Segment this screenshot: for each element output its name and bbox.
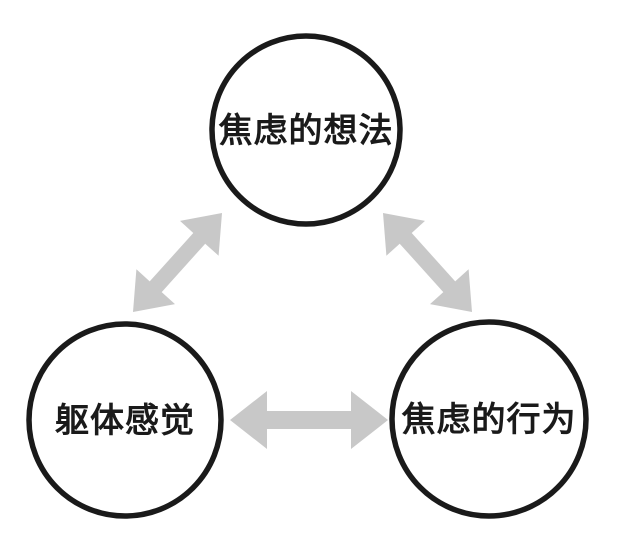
arrow-thoughts-behaviors (383, 213, 472, 312)
label-anxious-thoughts: 焦虑的想法 (219, 112, 394, 150)
node-anxious-behaviors: 焦虑的行为 (389, 319, 589, 519)
label-bodily-sensations: 躯体感觉 (55, 402, 195, 440)
node-bodily-sensations: 躯体感觉 (26, 321, 224, 519)
circle-anxious-thoughts (209, 33, 403, 227)
label-anxious-behaviors: 焦虑的行为 (402, 401, 577, 439)
circle-bodily-sensations (26, 321, 224, 519)
node-anxious-thoughts: 焦虑的想法 (209, 33, 403, 227)
arrow-thoughts-sensations (133, 213, 222, 312)
arrow-sensations-behaviors (230, 391, 388, 449)
circle-anxious-behaviors (389, 319, 589, 519)
